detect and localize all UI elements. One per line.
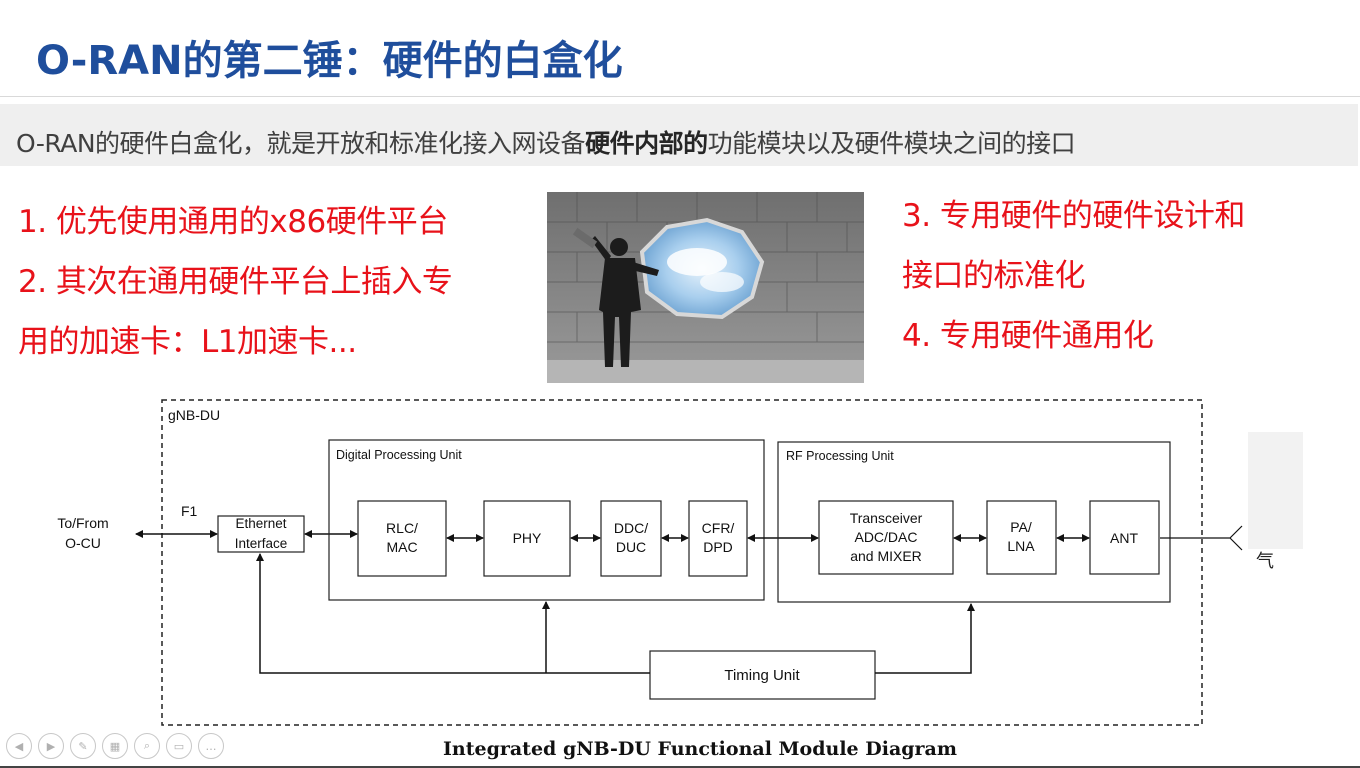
subtitle-prefix: O-RAN的硬件白盒化，就是开放和标准化接入网设备 <box>16 129 585 158</box>
rlc-label-2: MAC <box>386 539 417 555</box>
timing-label: Timing Unit <box>724 667 800 684</box>
ant-label: ANT <box>1110 530 1138 546</box>
to-from-label-1: To/From <box>57 515 108 531</box>
pen-icon[interactable]: ✎ <box>70 733 96 759</box>
next-icon[interactable]: ▶ <box>38 733 64 759</box>
trx-label-1: Transceiver <box>850 510 923 526</box>
wall-breaking-photo <box>547 192 864 383</box>
rfpu-label: RF Processing Unit <box>786 449 894 463</box>
right-list-item-2: 接口的标准化 <box>902 250 1085 295</box>
antenna-line <box>1160 526 1242 550</box>
right-list-item-3: 4. 专用硬件通用化 <box>902 310 1153 355</box>
title-divider <box>0 96 1360 97</box>
right-list-item-1: 3. 专用硬件的硬件设计和 <box>902 190 1245 235</box>
pa-label-2: LNA <box>1007 538 1035 554</box>
slides-icon[interactable]: ▦ <box>102 733 128 759</box>
phy-label: PHY <box>513 530 542 546</box>
left-list-item-1: 1. 优先使用通用的x86硬件平台 <box>18 196 448 241</box>
ddc-label-1: DDC/ <box>614 520 648 536</box>
ddc-label-2: DUC <box>616 539 646 555</box>
subtitle-suffix: 功能模块以及硬件模块之间的接口 <box>708 129 1076 158</box>
slide-nav-toolbar: ◀ ▶ ✎ ▦ ⌕ ▭ … <box>6 733 224 759</box>
dpu-label: Digital Processing Unit <box>336 448 462 462</box>
left-list-item-3: 用的加速卡：L1加速卡... <box>18 316 357 361</box>
prev-icon[interactable]: ◀ <box>6 733 32 759</box>
gnb-du-label: gNB-DU <box>168 407 220 423</box>
subtitle: O-RAN的硬件白盒化，就是开放和标准化接入网设备硬件内部的功能模块以及硬件模块… <box>16 124 1075 160</box>
trx-label-3: and MIXER <box>850 548 922 564</box>
rlc-label-1: RLC/ <box>386 520 418 536</box>
diagram-caption: Integrated gNB-DU Functional Module Diag… <box>443 738 957 760</box>
left-list-item-2: 2. 其次在通用硬件平台上插入专 <box>18 256 452 301</box>
cfr-label-1: CFR/ <box>702 520 735 536</box>
zoom-icon[interactable]: ⌕ <box>134 733 160 759</box>
pa-label-1: PA/ <box>1010 519 1032 535</box>
screen-icon[interactable]: ▭ <box>166 733 192 759</box>
timing-to-rfpu-line <box>875 604 971 673</box>
cfr-label-2: DPD <box>703 539 733 555</box>
more-icon[interactable]: … <box>198 733 224 759</box>
ethernet-label-2: Interface <box>235 536 288 551</box>
timing-to-eth-line <box>260 554 650 673</box>
slide-title: O-RAN的第二锤：硬件的白盒化 <box>36 28 623 86</box>
to-from-label-2: O-CU <box>65 535 101 551</box>
f1-label: F1 <box>181 503 198 519</box>
ethernet-label-1: Ethernet <box>235 516 286 531</box>
subtitle-bold: 硬件内部的 <box>585 129 708 158</box>
trx-label-2: ADC/DAC <box>854 529 917 545</box>
gnb-du-diagram: gNB-DU To/From O-CU F1 Ethernet Interfac… <box>0 380 1360 740</box>
